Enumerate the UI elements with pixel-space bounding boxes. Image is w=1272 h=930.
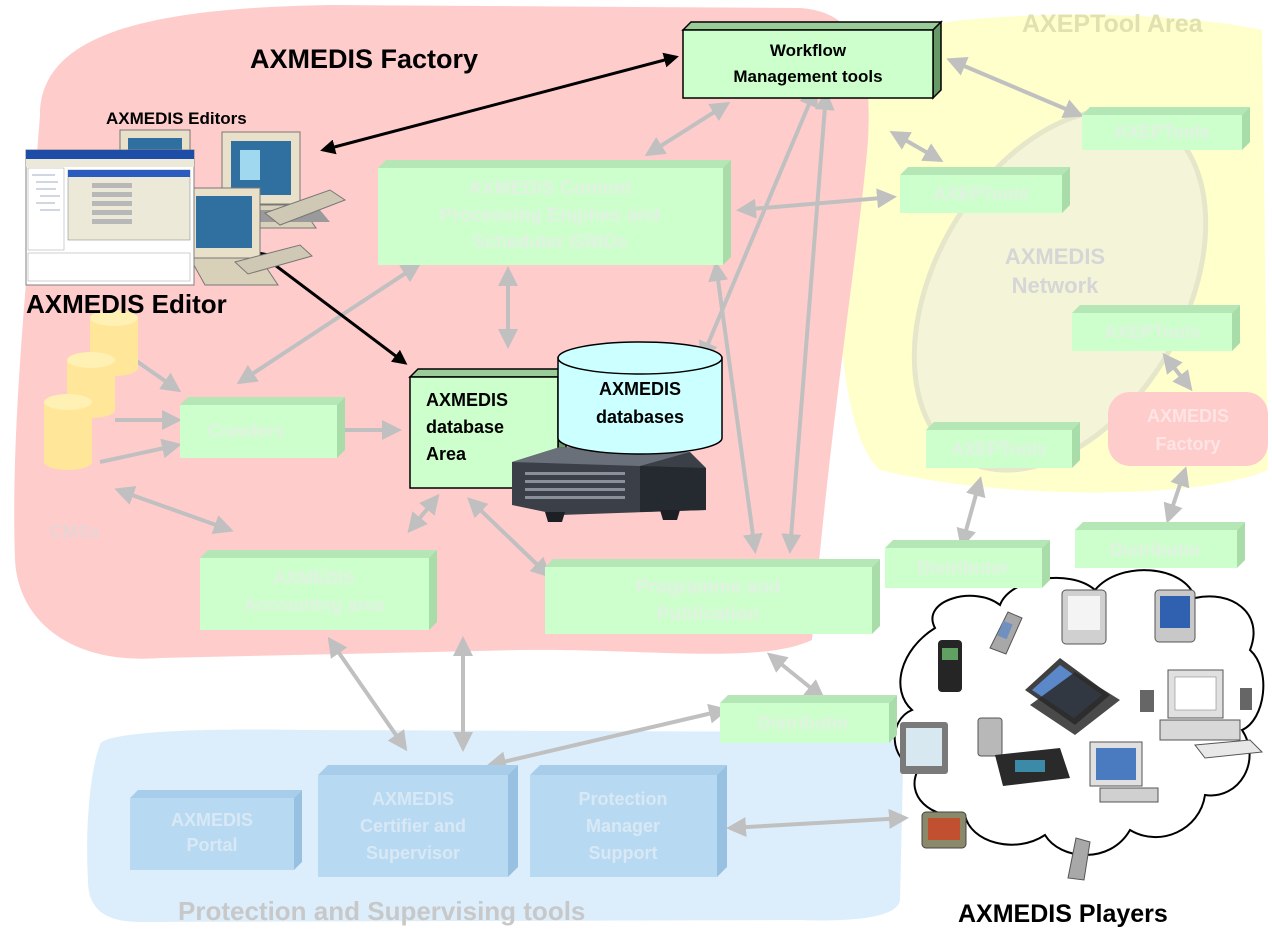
distributor-bottom-box [720, 695, 897, 743]
svg-text:Certifier and: Certifier and [360, 816, 466, 836]
factory-small-box [1108, 392, 1268, 466]
axeptools-top-box [1082, 107, 1250, 150]
editor-workstations-icon [25, 129, 347, 286]
svg-text:Scheduler GRIDs: Scheduler GRIDs [472, 232, 627, 253]
cms-label: CMSs [50, 522, 100, 542]
svg-text:AXMEDIS: AXMEDIS [1147, 406, 1229, 426]
svg-text:Support: Support [589, 843, 658, 863]
distributor-bottom-label: Distributor [758, 713, 850, 733]
svg-text:AXMEDIS: AXMEDIS [426, 390, 508, 410]
svg-text:AXMEDIS: AXMEDIS [599, 379, 681, 399]
factory-small-label: AXMEDIS Factory [1147, 406, 1229, 454]
workflow-box [681, 20, 943, 100]
svg-text:Programme and: Programme and [636, 577, 781, 598]
svg-text:AXMEDIS: AXMEDIS [273, 568, 355, 588]
svg-text:Processing Engines and: Processing Engines and [440, 205, 661, 226]
axeptools-mid-label: AXEPTools [933, 184, 1029, 204]
svg-text:databases: databases [596, 407, 684, 427]
factory-title: AXMEDIS Factory [250, 44, 478, 74]
distributor-right-box [1075, 522, 1245, 568]
protection-manager-label: Protection Manager Support [578, 789, 667, 863]
svg-text:Factory: Factory [1155, 434, 1220, 454]
protection-title: Protection and Supervising tools [178, 896, 585, 926]
databases-cylinder [557, 341, 723, 455]
database-area-label: AXMEDIS database Area [426, 390, 508, 464]
accounting-box [200, 550, 437, 630]
player-devices-icon [900, 589, 1264, 881]
network-label-line1: AXMEDIS [1005, 244, 1105, 269]
svg-text:AXMEDIS: AXMEDIS [171, 810, 253, 830]
distributor-left-label: Distributor [917, 558, 1009, 578]
crawlers-box [180, 397, 345, 458]
editors-caption: AXMEDIS Editors [106, 109, 247, 128]
players-title: AXMEDIS Players [958, 900, 1168, 928]
axeptools-bottom-box [926, 422, 1080, 468]
programme-box [545, 559, 880, 634]
svg-text:Portal: Portal [186, 835, 237, 855]
axeptools-bottom-label: AXEPTools [951, 439, 1047, 459]
crawlers-label: Crawlers [208, 421, 284, 441]
distributor-left-box [885, 540, 1050, 588]
databases-label: AXMEDIS databases [596, 379, 684, 427]
network-label-line2: Network [1012, 273, 1100, 298]
svg-text:Accounting area: Accounting area [243, 595, 385, 615]
svg-text:Manager: Manager [586, 816, 660, 836]
protection-manager-box [530, 765, 727, 877]
svg-text:AXMEDIS Content: AXMEDIS Content [468, 178, 632, 199]
portal-box [130, 790, 302, 870]
editor-title: AXMEDIS Editor [26, 289, 227, 319]
content-processing-box [378, 160, 731, 265]
svg-text:Protection: Protection [578, 789, 667, 809]
svg-text:Publication: Publication [657, 604, 759, 625]
portal-label: AXMEDIS Portal [171, 810, 253, 855]
certifier-label: AXMEDIS Certifier and Supervisor [360, 789, 466, 863]
svg-text:Supervisor: Supervisor [366, 843, 460, 863]
black-connections [256, 52, 679, 365]
svg-text:database: database [426, 417, 504, 437]
content-processing-label: AXMEDIS Content Processing Engines and S… [440, 178, 661, 253]
certifier-box [318, 765, 518, 877]
svg-text:Workflow: Workflow [770, 41, 847, 60]
axeptools-right-box [1072, 305, 1240, 351]
axeptools-top-label: AXEPTools [1114, 122, 1210, 142]
accounting-label: AXMEDIS Accounting area [243, 568, 385, 615]
axeptools-right-label: AXEPTools [1104, 322, 1200, 342]
distributor-right-label: Distributor [1110, 540, 1202, 560]
svg-text:Area: Area [426, 444, 467, 464]
cms-database-icon [44, 310, 138, 470]
server-rack-icon [512, 447, 706, 522]
axeptool-area-title: AXEPTool Area [1022, 10, 1204, 38]
svg-text:AXMEDIS: AXMEDIS [372, 789, 454, 809]
workflow-label: Workflow Management tools [733, 41, 882, 86]
svg-text:Management tools: Management tools [733, 67, 882, 86]
programme-label: Programme and Publication [636, 577, 781, 625]
axeptools-mid-box [900, 167, 1070, 213]
